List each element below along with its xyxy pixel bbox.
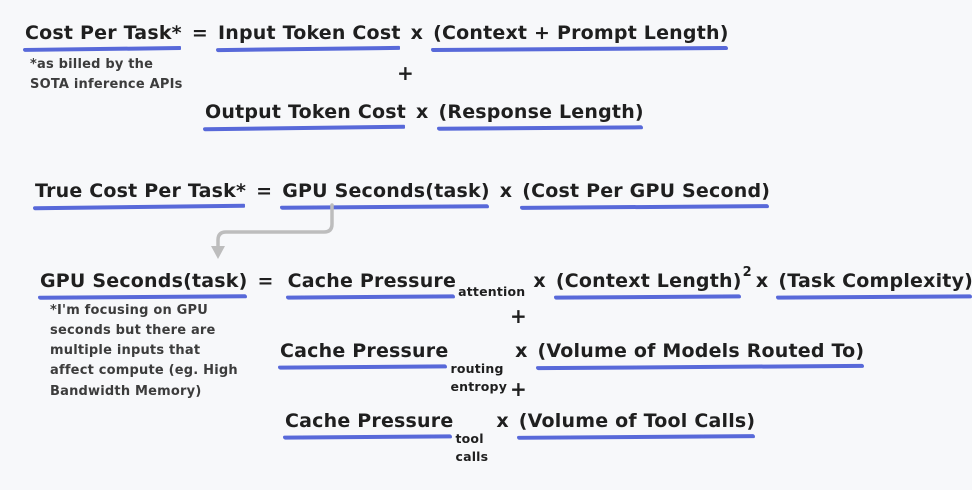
eq3-lhs: GPU Seconds(task) <box>40 270 248 292</box>
eq3-footnote-line4: affect compute (eg. High <box>50 363 238 379</box>
eq3-sub-attention: attention <box>458 284 526 299</box>
eq3-times-3: x <box>515 340 528 362</box>
eq3-sub-entropy: entropy <box>450 379 508 395</box>
eq3-sub-calls: calls <box>455 449 489 465</box>
eq2-gpu-seconds: GPU Seconds(task) <box>282 180 490 202</box>
eq3-sub-tool: tool <box>455 431 484 446</box>
eq3-cache-pressure-routing: Cache Pressure <box>280 340 449 362</box>
eq3-times-2: x <box>755 270 769 292</box>
eq3-footnote: *I'm focusing on GPU seconds but there a… <box>50 301 238 402</box>
eq1-lhs: Cost Per Task* <box>25 22 182 44</box>
eq1-times-2: x <box>416 101 429 123</box>
eq1-times-1: x <box>410 22 424 44</box>
eq3-context-length: (Context Length) <box>555 270 742 292</box>
eq3-task-complexity: (Task Complexity) <box>778 270 972 292</box>
eq3-volume-tool-calls: (Volume of Tool Calls) <box>518 410 756 432</box>
eq1-equals: = <box>191 22 208 44</box>
eq3-volume-models-routed: (Volume of Models Routed To) <box>537 340 865 362</box>
eq2-line: True Cost Per Task* = GPU Seconds(task) … <box>35 180 770 202</box>
eq3-footnote-line1: *I'm focusing on GPU <box>50 303 208 318</box>
eq2-cost-per-gpu-second: (Cost Per GPU Second) <box>522 180 771 202</box>
eq3-times-4: x <box>496 410 509 432</box>
eq3-plus-1: + <box>510 304 527 328</box>
eq3-superscript-2: 2 <box>742 265 752 280</box>
arrow-head-icon <box>211 246 225 259</box>
eq3-sub-routing: routing <box>450 361 504 376</box>
arrow-shaft <box>216 203 334 250</box>
eq2-times: x <box>499 180 513 202</box>
eq1-line1: Cost Per Task* = Input Token Cost x (Con… <box>25 22 729 44</box>
eq3-cache-pressure-attention: Cache Pressure <box>287 270 457 292</box>
eq1-footnote: *as billed by the SOTA inference APIs <box>30 55 183 95</box>
eq3-times-1: x <box>533 270 546 292</box>
eq3-equals: = <box>257 270 274 292</box>
eq1-output-token-cost: Output Token Cost <box>205 101 407 123</box>
eq3-footnote-line5: Bandwidth Memory) <box>50 383 202 399</box>
eq3-sub-tool-calls: tool calls <box>455 430 488 466</box>
eq2-equals: = <box>256 180 273 202</box>
eq3-cache-pressure-tool: Cache Pressure <box>285 410 454 432</box>
arrow-gpu-seconds-link <box>211 203 334 259</box>
eq1-context-prompt-length: (Context + Prompt Length) <box>433 22 729 44</box>
eq1-plus: + <box>397 61 414 85</box>
eq1-footnote-line1: *as billed by the <box>30 57 154 72</box>
eq1-input-token-cost: Input Token Cost <box>217 22 401 44</box>
eq3-plus-2: + <box>510 377 527 401</box>
eq1-line2: Output Token Cost x (Response Length) <box>205 101 644 123</box>
eq2-lhs: True Cost Per Task* <box>35 180 247 202</box>
eq3-line3: Cache Pressure tool calls x (Volume of T… <box>285 410 756 464</box>
eq3-line1: GPU Seconds(task) = Cache Pressure atten… <box>40 265 972 299</box>
eq1-response-length: (Response Length) <box>438 101 644 123</box>
eq3-footnote-line3: multiple inputs that <box>50 343 201 359</box>
eq3-sub-routing-entropy: routing entropy <box>450 360 507 396</box>
eq1-footnote-line2: SOTA inference APIs <box>30 77 183 93</box>
eq3-footnote-line2: seconds but there are <box>50 323 216 339</box>
eq3-line2: Cache Pressure routing entropy x (Volume… <box>280 340 865 394</box>
